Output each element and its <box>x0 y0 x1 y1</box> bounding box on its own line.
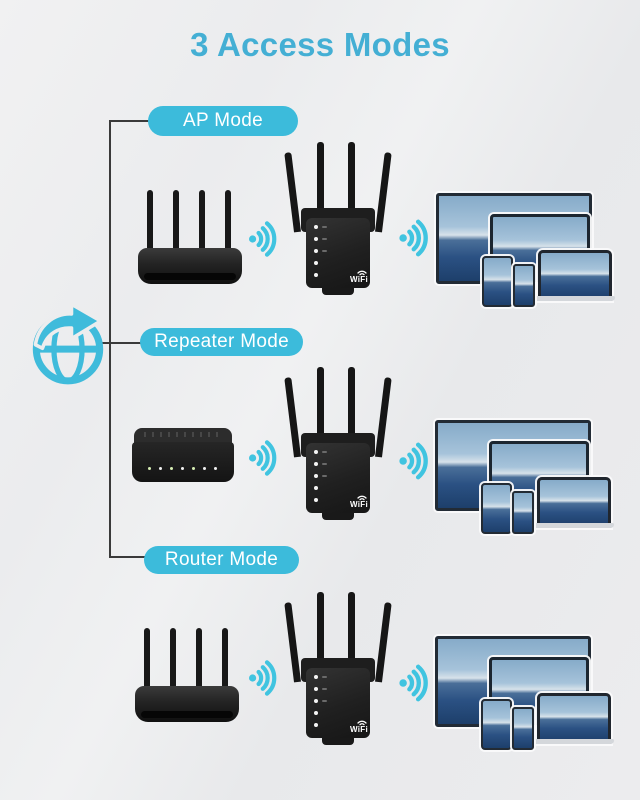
connector-ap-stub <box>109 120 151 122</box>
extender-antenna <box>317 592 324 672</box>
laptop-icon <box>537 477 611 528</box>
wifi-signal-icon <box>396 213 432 261</box>
client-devices-cluster <box>435 633 619 750</box>
wifi-extender-icon: WiFi <box>284 592 392 746</box>
monitor-stand <box>524 282 550 293</box>
router-antenna <box>222 628 228 696</box>
extender-led-column <box>314 225 327 277</box>
router-antenna <box>147 190 153 258</box>
extender-antenna <box>284 152 301 233</box>
tablet-icon <box>481 483 512 534</box>
wifi-extender-icon: WiFi <box>284 142 392 296</box>
extender-body: WiFi <box>306 218 370 288</box>
extender-plug-tab <box>322 513 354 520</box>
router-antenna <box>144 628 150 696</box>
wifi-mini-icon <box>357 720 367 726</box>
mode-pill-repeater: Repeater Mode <box>140 328 303 356</box>
extender-plug-tab <box>322 288 354 295</box>
globe-arrow-icon <box>24 299 112 387</box>
wifi-extender-icon: WiFi <box>284 367 392 521</box>
smartphone-icon <box>512 707 534 750</box>
extender-antenna <box>317 142 324 222</box>
router-antenna <box>170 628 176 696</box>
globe-arrow-svg <box>32 302 104 385</box>
monitor-base <box>515 292 559 296</box>
extender-antenna <box>284 377 301 458</box>
extender-antenna <box>375 152 392 233</box>
wireless-router-icon <box>138 190 242 290</box>
monitor-base <box>514 735 558 739</box>
laptop-icon <box>537 693 611 744</box>
mode-pill-router: Router Mode <box>144 546 299 574</box>
extender-brand-label: WiFi <box>306 494 384 509</box>
wifi-signal-icon <box>246 215 282 263</box>
tablet-icon <box>481 699 512 750</box>
extender-led-column <box>314 675 327 727</box>
laptop-base <box>530 523 614 528</box>
wifi-signal-icon <box>396 658 432 706</box>
monitor-stand <box>523 725 549 736</box>
extender-body: WiFi <box>306 668 370 738</box>
connector-repeater-stub <box>96 342 143 344</box>
connector-vertical-line <box>109 121 111 557</box>
router-body <box>135 686 239 722</box>
modem-led-row <box>148 467 217 470</box>
tablet-icon <box>482 256 513 307</box>
router-body <box>138 248 242 284</box>
wifi-signal-icon <box>396 436 432 484</box>
extender-antenna <box>284 602 301 683</box>
extender-antenna <box>317 367 324 447</box>
page-title: 3 Access Modes <box>190 26 450 63</box>
monitor-base <box>514 519 558 523</box>
extender-plug-tab <box>322 738 354 745</box>
extender-led-column <box>314 450 327 502</box>
extender-antenna <box>375 602 392 683</box>
extender-brand-label: WiFi <box>306 269 384 284</box>
wifi-mini-icon <box>357 270 367 276</box>
wifi-signal-icon <box>246 434 282 482</box>
modem-vents <box>144 432 222 437</box>
connector-router-stub <box>109 556 147 558</box>
client-devices-cluster <box>435 417 619 534</box>
extender-antenna <box>348 592 355 672</box>
extender-antenna <box>348 142 355 222</box>
laptop-base <box>531 296 615 301</box>
router-antenna <box>199 190 205 258</box>
wifi-mini-icon <box>357 495 367 501</box>
extender-brand-label: WiFi <box>306 719 384 734</box>
modem-icon <box>132 428 234 482</box>
extender-antenna <box>348 367 355 447</box>
router-antenna <box>225 190 231 258</box>
router-antenna <box>196 628 202 696</box>
wireless-router-icon <box>135 628 239 728</box>
router-antenna <box>173 190 179 258</box>
mode-pill-ap: AP Mode <box>148 106 298 136</box>
monitor-stand <box>523 509 549 520</box>
modem-top <box>134 428 232 443</box>
extender-antenna <box>375 377 392 458</box>
laptop-icon <box>538 250 612 301</box>
smartphone-icon <box>512 491 534 534</box>
extender-body: WiFi <box>306 443 370 513</box>
modem-front <box>132 442 234 482</box>
laptop-base <box>530 739 614 744</box>
client-devices-cluster <box>436 190 620 307</box>
wifi-signal-icon <box>246 654 282 702</box>
smartphone-icon <box>513 264 535 307</box>
